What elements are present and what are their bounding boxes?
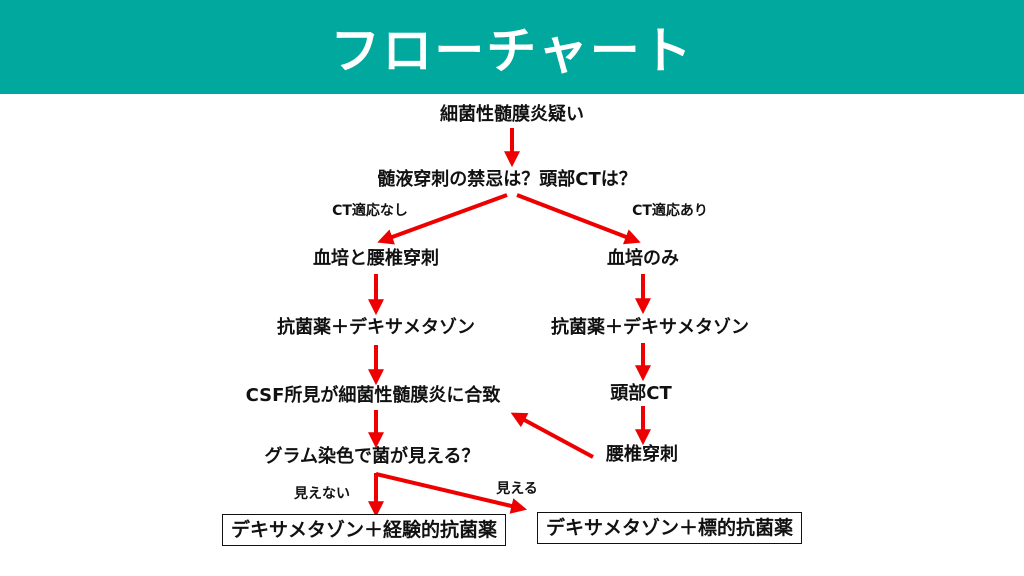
edge-label-ct-not-indicated: CT適応なし (332, 203, 408, 219)
arrow-gram-visible (375, 472, 528, 514)
node-right-head-ct: 頭部CT (610, 383, 672, 404)
title-banner: フローチャート (0, 0, 1024, 94)
node-gram-stain-question: グラム染色で菌が見える？ (264, 446, 480, 467)
arrow-right-lp-to-csf (510, 412, 594, 459)
node-start: 細菌性髄膜炎疑い (440, 104, 584, 125)
edge-label-ct-indicated: CT適応あり (632, 203, 708, 219)
arrow-question-to-left (377, 193, 508, 245)
node-right-blood-only: 血培のみ (607, 248, 679, 269)
page-title: フローチャート (330, 22, 694, 80)
edge-label-not-visible: 見えない (294, 486, 350, 502)
arrow-question-to-right (516, 193, 641, 245)
node-question-ct: 髄液穿刺の禁忌は？頭部CTは？ (377, 169, 637, 190)
node-right-lp: 腰椎穿刺 (606, 444, 678, 465)
node-csf-consistent: CSF所見が細菌性髄膜炎に合致 (245, 385, 501, 406)
edge-label-visible: 見える (496, 481, 538, 497)
node-left-abx-dex: 抗菌薬＋デキサメタゾン (277, 317, 475, 338)
node-result-empiric: デキサメタゾン＋経験的抗菌薬 (222, 514, 507, 546)
node-right-abx-dex: 抗菌薬＋デキサメタゾン (551, 317, 749, 338)
node-result-targeted: デキサメタゾン＋標的抗菌薬 (537, 512, 803, 544)
node-left-blood-lp: 血培と腰椎穿刺 (313, 248, 439, 269)
